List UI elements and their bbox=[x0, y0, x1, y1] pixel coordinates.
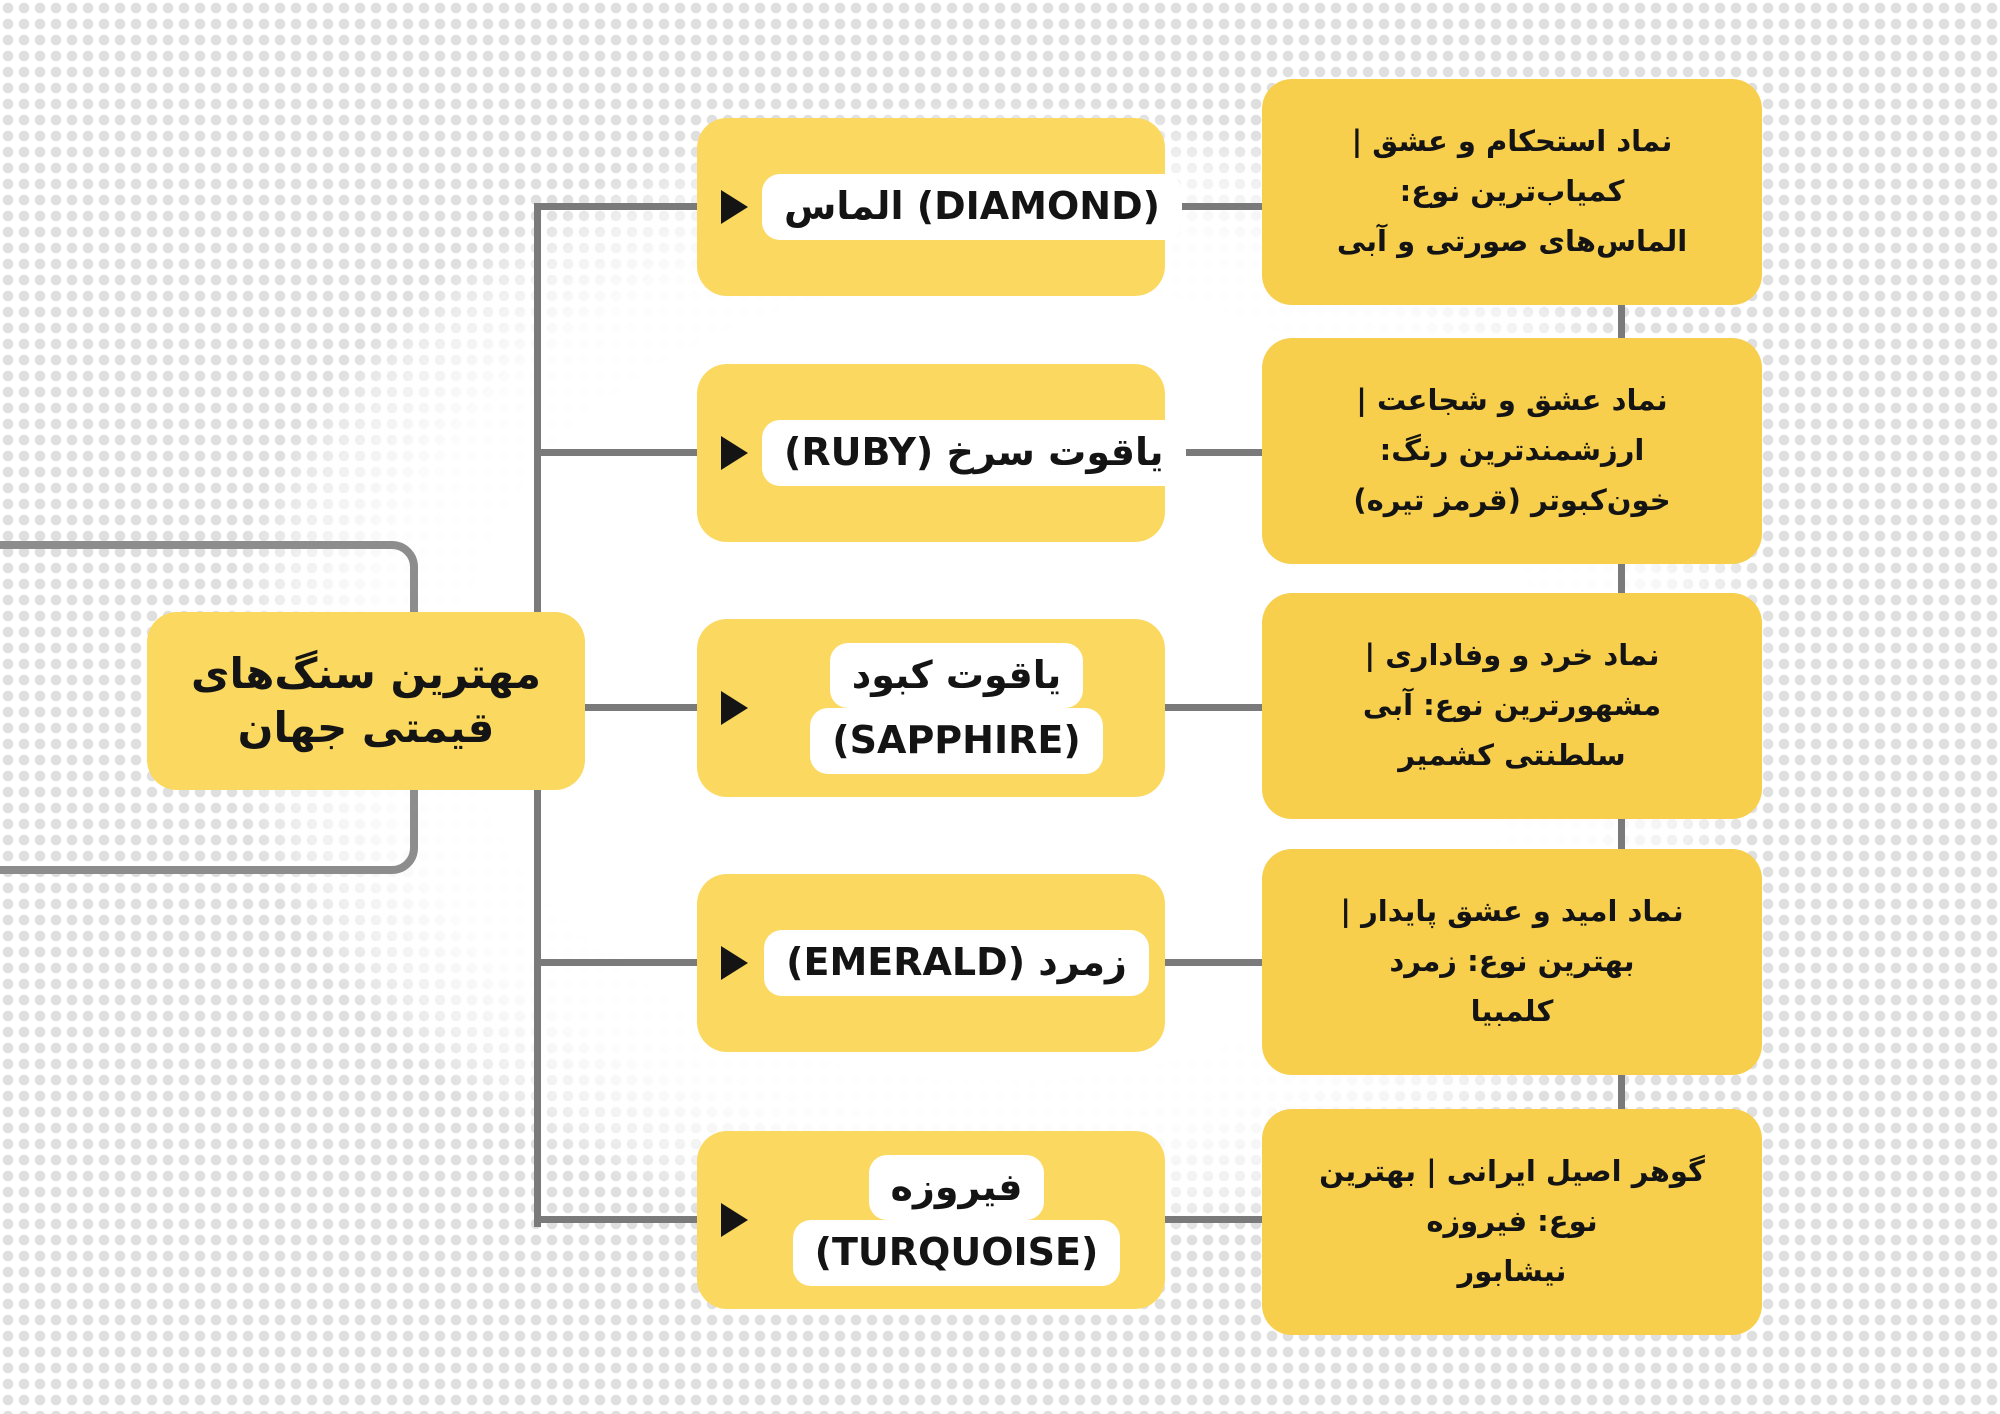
root-title-line2: قیمتی جهان bbox=[237, 703, 495, 752]
desc-text-emerald: نماد امید و عشق پایدار | بهترین نوع: زمر… bbox=[1262, 887, 1762, 1037]
gem-label-emerald: زمرد (EMERALD) bbox=[764, 930, 1149, 996]
desc-node-diamond: نماد استحکام و عشق | کمیاب‌ترین نوع: الم… bbox=[1262, 79, 1762, 305]
gem-label-line: الماس (DIAMOND) bbox=[762, 174, 1183, 240]
gem-label-turquoise: فیروزه (TURQUOISE) bbox=[792, 1154, 1121, 1286]
desc-node-emerald: نماد امید و عشق پایدار | بهترین نوع: زمر… bbox=[1262, 849, 1762, 1075]
desc-node-turquoise: گوهر اصیل ایرانی | بهترین نوع: فیروزه نی… bbox=[1262, 1109, 1762, 1335]
root-title: مهترین سنگ‌های قیمتی جهان bbox=[191, 647, 541, 755]
desc-line: الماس‌های صورتی و آبی bbox=[1336, 223, 1688, 258]
gem-node-emerald: زمرد (EMERALD) bbox=[697, 874, 1165, 1052]
root-title-line1: مهترین سنگ‌های bbox=[190, 649, 542, 699]
gem-label-ruby: یاقوت سرخ (RUBY) bbox=[762, 420, 1186, 486]
gem-pill-wrap: یاقوت سرخ (RUBY) bbox=[748, 420, 1200, 486]
gem-node-sapphire: یاقوت کبود (SAPPHIRE) bbox=[697, 619, 1165, 797]
gem-label-line: یاقوت کبود bbox=[829, 642, 1084, 708]
triangle-bullet-icon bbox=[721, 1203, 748, 1237]
gem-label-line: (SAPPHIRE) bbox=[810, 708, 1103, 774]
connector-line-row1 bbox=[537, 203, 700, 210]
gem-pill-wrap: الماس (DIAMOND) bbox=[748, 174, 1196, 240]
desc-text-diamond: نماد استحکام و عشق | کمیاب‌ترین نوع: الم… bbox=[1262, 117, 1762, 267]
desc-line: نماد امید و عشق پایدار | بهترین نوع: زمر… bbox=[1340, 894, 1684, 979]
desc-line: نماد خرد و وفاداری | مشهورترین نوع: آبی bbox=[1362, 638, 1662, 723]
connector-line-row3 bbox=[537, 704, 700, 711]
gem-label-diamond: الماس (DIAMOND) bbox=[762, 174, 1183, 240]
triangle-bullet-icon bbox=[721, 190, 748, 224]
triangle-bullet-icon bbox=[721, 436, 748, 470]
connector-line-row2 bbox=[537, 449, 700, 456]
connector-line-row4 bbox=[537, 959, 700, 966]
desc-line: نماد استحکام و عشق | کمیاب‌ترین نوع: bbox=[1351, 124, 1673, 209]
desc-line: نیشابور bbox=[1457, 1253, 1567, 1288]
desc-node-sapphire: نماد خرد و وفاداری | مشهورترین نوع: آبی … bbox=[1262, 593, 1762, 819]
desc-line: خون‌کبوتر (قرمز تیره) bbox=[1353, 482, 1671, 517]
connector-line-desc4 bbox=[1160, 959, 1265, 966]
connector-line-desc2 bbox=[1160, 449, 1265, 456]
desc-text-sapphire: نماد خرد و وفاداری | مشهورترین نوع: آبی … bbox=[1262, 631, 1762, 781]
desc-text-turquoise: گوهر اصیل ایرانی | بهترین نوع: فیروزه نی… bbox=[1262, 1147, 1762, 1297]
desc-line: سلطنتی کشمیر bbox=[1398, 737, 1626, 772]
gem-label-line: زمرد (EMERALD) bbox=[764, 930, 1149, 996]
triangle-bullet-icon bbox=[721, 946, 748, 980]
gem-node-turquoise: فیروزه (TURQUOISE) bbox=[697, 1131, 1165, 1309]
gem-label-line: (TURQUOISE) bbox=[792, 1220, 1121, 1286]
desc-text-ruby: نماد عشق و شجاعت | ارزشمندترین رنگ: خون‌… bbox=[1262, 376, 1762, 526]
connector-line-desc1 bbox=[1160, 203, 1265, 210]
gem-node-ruby: یاقوت سرخ (RUBY) bbox=[697, 364, 1186, 542]
gem-label-line: فیروزه bbox=[868, 1154, 1045, 1220]
connector-line-row5 bbox=[537, 1216, 700, 1223]
gem-pill-wrap: فیروزه (TURQUOISE) bbox=[748, 1154, 1165, 1286]
connector-line-desc5 bbox=[1160, 1216, 1265, 1223]
gem-node-diamond: الماس (DIAMOND) bbox=[697, 118, 1183, 296]
gem-pill-wrap: زمرد (EMERALD) bbox=[748, 930, 1165, 996]
desc-line: کلمبیا bbox=[1470, 993, 1554, 1028]
connector-line-desc3 bbox=[1160, 704, 1265, 711]
gem-pill-wrap: یاقوت کبود (SAPPHIRE) bbox=[748, 642, 1165, 774]
desc-line: نماد عشق و شجاعت | ارزشمندترین رنگ: bbox=[1356, 383, 1668, 468]
root-node: مهترین سنگ‌های قیمتی جهان bbox=[147, 612, 585, 790]
desc-line: گوهر اصیل ایرانی | بهترین نوع: فیروزه bbox=[1319, 1154, 1705, 1239]
gem-label-line: یاقوت سرخ (RUBY) bbox=[762, 420, 1186, 486]
triangle-bullet-icon bbox=[721, 691, 748, 725]
gem-label-sapphire: یاقوت کبود (SAPPHIRE) bbox=[810, 642, 1103, 774]
desc-node-ruby: نماد عشق و شجاعت | ارزشمندترین رنگ: خون‌… bbox=[1262, 338, 1762, 564]
